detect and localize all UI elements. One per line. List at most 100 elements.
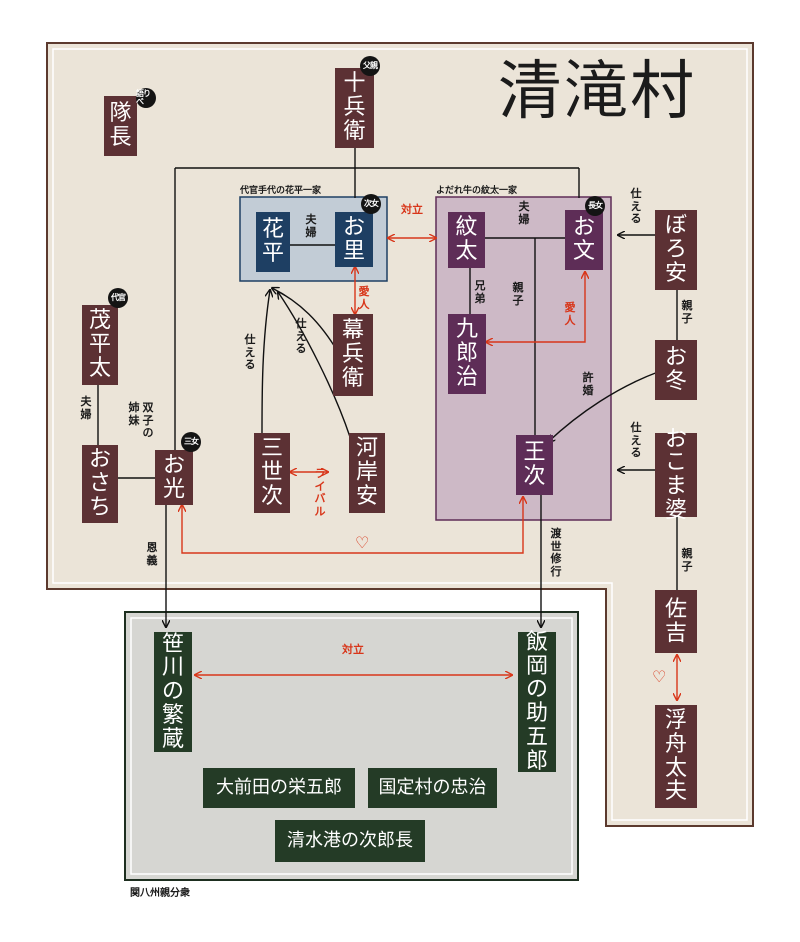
label-fuufu-moheita: 夫婦	[80, 395, 92, 421]
char-osachi: おさち	[82, 445, 118, 523]
page-title: 清滝村	[498, 55, 696, 129]
glyph: 安	[664, 260, 687, 286]
glyph: 浮	[664, 708, 687, 733]
glyph: 茂	[88, 308, 111, 334]
label-tairitsu-bottom: 対立	[342, 643, 364, 656]
label-tsukaeru-koma: 仕える	[630, 421, 642, 460]
glyph: 舟	[664, 731, 687, 757]
badge-moheita: 代官	[108, 288, 128, 308]
label-aijin-left: 愛人	[358, 285, 370, 311]
badge-omitsu: 三女	[181, 432, 201, 452]
char-oomaeda: 大前田の栄五郎	[203, 768, 355, 808]
glyph: お	[88, 447, 111, 473]
glyph: 隊	[109, 101, 132, 127]
glyph: 次	[523, 464, 546, 489]
badge-ofumi: 長女	[585, 196, 605, 216]
glyph: 治	[455, 364, 478, 390]
badge-juubei: 父親	[360, 56, 380, 76]
label-oyako-koma: 親子	[681, 547, 693, 573]
char-ofumi: お文	[565, 210, 603, 270]
label-oyako-mon: 親子	[512, 281, 524, 307]
heart-icon-lower: ♡	[652, 667, 667, 686]
glyph: 岸	[355, 460, 378, 486]
badge-taichou: 語りべ	[136, 88, 156, 108]
char-ukifunedayu: 浮舟太夫	[655, 705, 697, 808]
glyph: こ	[664, 450, 687, 476]
badge-ohana: 次女	[361, 194, 381, 214]
glyph: 五	[525, 724, 548, 750]
glyph: 衛	[343, 118, 366, 144]
glyph: 助	[525, 701, 548, 726]
glyph: 三	[260, 436, 283, 462]
char-iioka: 飯岡の助五郎	[518, 629, 556, 774]
glyph: 世	[260, 460, 283, 486]
char-shimizu: 清水港の次郎長	[275, 820, 425, 862]
label-tsukaeru-maku: 仕える	[295, 317, 307, 356]
glyph: 長	[109, 125, 132, 150]
glyph: お	[342, 214, 365, 240]
glyph: ろ	[664, 237, 687, 263]
glyph: 文	[572, 239, 595, 264]
glyph: 太	[664, 755, 687, 781]
glyph: 幕	[341, 318, 364, 344]
label-oyako-boro: 親子	[681, 299, 693, 325]
glyph: 飯	[525, 629, 548, 655]
label-tsukaeru-san: 仕える	[244, 333, 256, 372]
glyph: 里	[342, 238, 365, 264]
label-tairitsu-top: 対立	[401, 203, 423, 216]
kanhasshu-caption: 関八州親分衆	[130, 888, 190, 899]
char-omitsu: お光	[155, 450, 193, 505]
glyph: 光	[162, 476, 185, 502]
glyph: お	[664, 345, 687, 371]
char-sakichi: 佐吉	[655, 590, 697, 653]
char-makubei: 幕兵衛	[333, 314, 373, 396]
label-futago: 双子の姉妹	[128, 401, 154, 440]
glyph: 笹	[161, 631, 184, 657]
label-ongi: 恩義	[146, 541, 158, 567]
hanahei-family-label: 代官手代の花平一家	[240, 186, 322, 196]
label-fuufu-mon: 夫婦	[518, 200, 530, 226]
glyph: ち	[88, 494, 111, 520]
glyph: お	[664, 426, 687, 452]
glyph: 太	[455, 239, 478, 264]
char-sanseiji: 三世次	[254, 433, 290, 513]
label-rival: ライバル	[314, 467, 326, 518]
char-ouji: 王次	[516, 435, 553, 495]
char-boroyasu: ぼろ安	[655, 210, 697, 290]
glyph: 花	[261, 217, 284, 243]
label-kyoukon: 許婚	[582, 371, 594, 397]
char-ofuyu: お冬	[655, 340, 697, 400]
glyph: 冬	[664, 369, 687, 394]
char-kunisada: 国定村の忠治	[368, 768, 497, 808]
label-tosei: 渡世修行	[550, 527, 562, 578]
label-fuufu-hana: 夫婦	[305, 213, 317, 239]
glyph: お	[572, 215, 595, 241]
glyph: の	[525, 677, 548, 703]
glyph: 兵	[341, 342, 364, 368]
glyph: 平	[261, 241, 284, 266]
heart-icon: ♡	[355, 533, 370, 552]
glyph: 平	[88, 332, 111, 358]
glyph: の	[161, 679, 184, 705]
glyph: 川	[161, 655, 184, 681]
glyph: 郎	[525, 748, 548, 774]
glyph: ま	[664, 474, 687, 499]
label-aijin-right: 愛人	[564, 301, 576, 327]
glyph: 河	[355, 436, 378, 462]
char-okomababa: おこま婆	[655, 427, 697, 522]
glyph: 蔵	[161, 726, 184, 752]
label-kyoudai: 兄弟	[474, 279, 486, 305]
glyph: さ	[88, 471, 111, 497]
char-juubei: 十兵衛	[335, 68, 374, 148]
glyph: 繁	[161, 702, 184, 728]
glyph: 衛	[341, 365, 364, 391]
glyph: 紋	[455, 215, 478, 241]
glyph: 佐	[664, 596, 687, 622]
monta-family-label: よだれ牛の紋太一家	[436, 186, 518, 196]
glyph: 郎	[455, 341, 478, 367]
glyph: 兵	[343, 95, 366, 121]
char-kuroji: 九郎治	[448, 314, 486, 394]
glyph: 吉	[664, 620, 687, 646]
char-ohana: お里	[335, 212, 373, 267]
